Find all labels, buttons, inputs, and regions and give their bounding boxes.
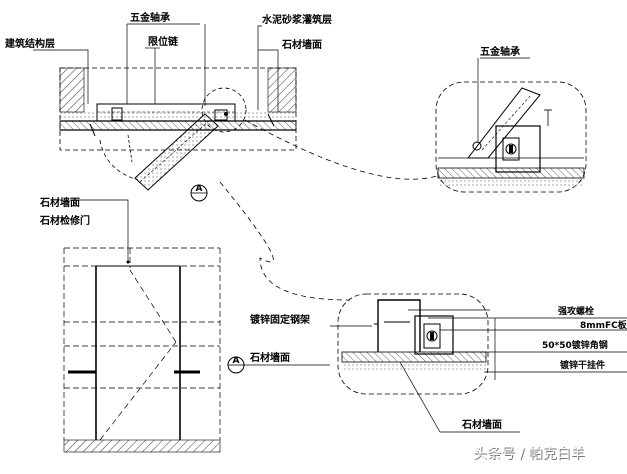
door-elevation: A	[63, 199, 330, 453]
label-dry-hang: 镀锌干挂件	[560, 359, 605, 371]
watermark-shadow: 头条号 / 帕克白羊	[474, 446, 586, 463]
label-hardware-bearing-detail: 五金轴承	[480, 45, 520, 58]
label-fc-board: 8mmFC板	[580, 319, 627, 331]
label-stone-wall-bottom: 石材墙面	[461, 418, 502, 431]
detail-galvanized-frame	[330, 293, 627, 433]
section-marker-top: A	[196, 184, 203, 194]
label-angle-steel: 50*50镀锌角钢	[542, 339, 608, 351]
label-anchor-bolt: 强攻螺栓	[558, 305, 594, 317]
label-building-structure: 建筑结构层	[4, 37, 55, 50]
label-hardware-bearing-top: 五金轴承	[130, 11, 170, 24]
label-stone-door: 石材检修门	[39, 214, 90, 227]
detail-connector-top	[244, 119, 441, 180]
detail-hardware-bearing	[435, 57, 587, 193]
watermark: 头条号 / 帕克白羊	[473, 445, 585, 462]
top-plan-section: A	[33, 23, 297, 202]
section-marker-bottom: A	[233, 356, 240, 366]
label-stone-wall-mid: 石材墙面	[39, 196, 80, 209]
label-limit-chain: 限位链	[148, 35, 179, 48]
label-stone-wall-left: 石材墙面	[249, 351, 290, 364]
label-cement-mortar: 水泥砂浆灌筑层	[261, 13, 332, 26]
detail-connector-bottom	[219, 181, 351, 301]
label-stone-wall-top: 石材墙面	[281, 38, 322, 51]
label-galvanized-frame: 镀锌固定钢架	[250, 313, 310, 326]
